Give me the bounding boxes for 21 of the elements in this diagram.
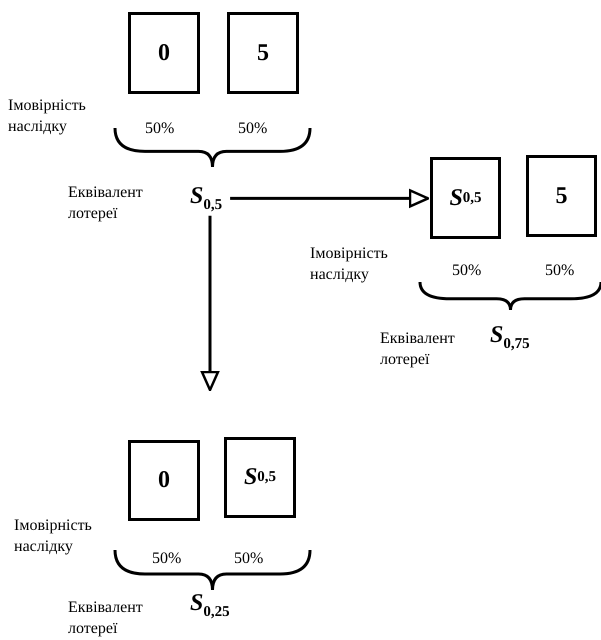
lottery-equivalent-symbol: S$_{0,25}$ bbox=[190, 590, 230, 621]
annotation-text: Імовірність наслідку bbox=[8, 96, 87, 137]
arrow bbox=[230, 189, 430, 208]
annotation-text: Еквівалент лотереї bbox=[68, 598, 144, 639]
outcome-box: 5 bbox=[526, 155, 597, 237]
annotation-text: Еквівалент лотереї bbox=[68, 183, 144, 224]
annotation-text: 50% bbox=[545, 261, 574, 281]
annotation-text: 50% bbox=[145, 119, 174, 139]
annotation-text: 50% bbox=[452, 261, 482, 281]
annotation-text: 50% bbox=[152, 549, 182, 569]
lottery-equivalent-symbol: S$_{0,5}$ bbox=[190, 183, 222, 214]
annotation-text: 50% bbox=[238, 119, 268, 139]
annotation-text: 50% bbox=[234, 549, 264, 569]
outcome-box: 5 bbox=[227, 12, 299, 94]
annotation-text: Імовірність наслідку bbox=[14, 516, 93, 557]
outcome-box: 0 bbox=[128, 12, 200, 94]
annotation-text: Еквівалент лотереї bbox=[380, 329, 456, 370]
lottery-equivalent-symbol: S$_{0,75}$ bbox=[490, 322, 530, 353]
arrow bbox=[200, 216, 220, 392]
annotation-text: Імовірність наслідку bbox=[310, 244, 389, 285]
outcome-box: 0 bbox=[128, 440, 200, 521]
